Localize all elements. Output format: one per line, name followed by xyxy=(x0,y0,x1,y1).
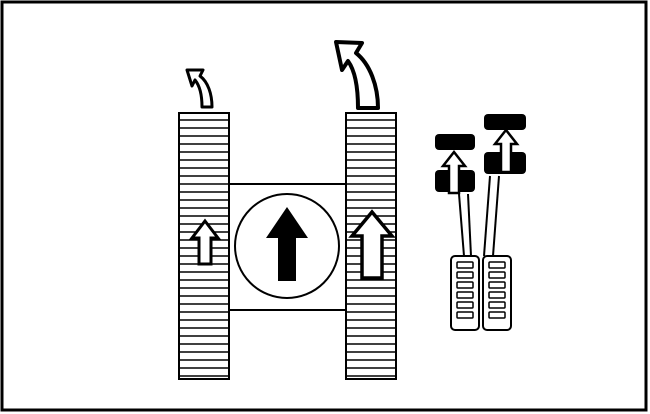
left-track-forward-arrow-icon xyxy=(188,218,222,266)
left-pedal xyxy=(450,255,480,331)
pedal-rib xyxy=(488,291,506,299)
pedal-rib xyxy=(488,301,506,309)
pedal-rib xyxy=(456,271,474,279)
pedal-rib xyxy=(456,261,474,269)
pedal-rib xyxy=(456,301,474,309)
pedal-rib xyxy=(488,281,506,289)
pedal-rib xyxy=(456,311,474,319)
right-track-forward-arrow-icon xyxy=(348,209,396,280)
forward-direction-icon xyxy=(234,193,340,299)
left-turn-large-arrow-icon xyxy=(334,40,380,110)
left-lever-up-arrow-icon xyxy=(440,149,468,195)
pedal-rib xyxy=(456,291,474,299)
left-turn-small-arrow-icon xyxy=(185,68,214,109)
pedal-rib xyxy=(488,311,506,319)
pedal-rib xyxy=(456,281,474,289)
right-lever-up-arrow-icon xyxy=(492,127,520,174)
right-pedal xyxy=(482,255,512,331)
pedal-rib xyxy=(488,271,506,279)
pedal-rib xyxy=(488,261,506,269)
